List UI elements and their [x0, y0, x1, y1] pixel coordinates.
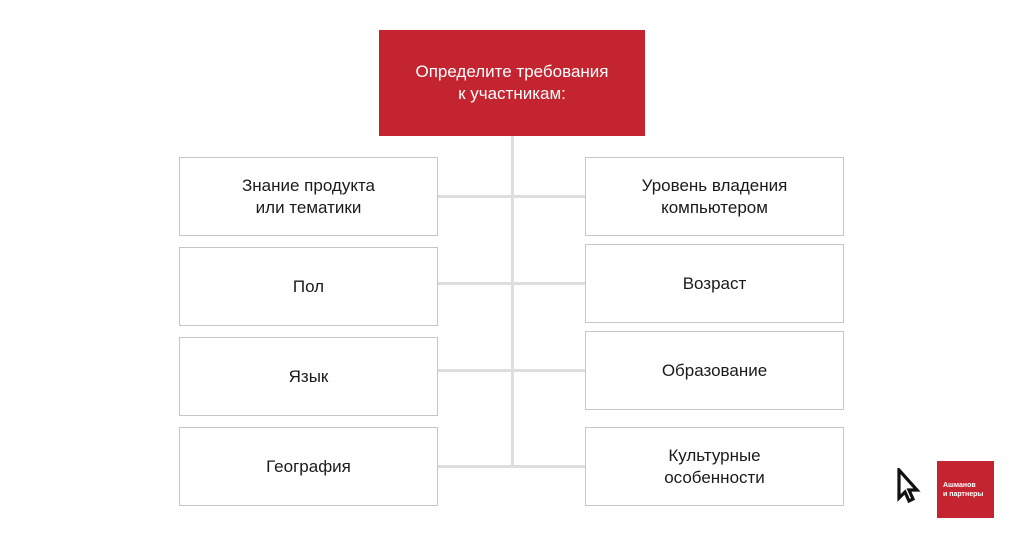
vertical-trunk-connector [511, 136, 514, 467]
node-label: География [266, 456, 351, 476]
node-label: компьютером [661, 197, 768, 217]
node-label: Пол [292, 276, 325, 296]
logo-text-line1: Ашманов [943, 481, 976, 489]
node-cultural-features: Культурные особенности [585, 427, 844, 506]
node-product-knowledge: Знание продукта или тематики [179, 157, 438, 236]
node-geography: География [179, 427, 438, 506]
brand-logo: Ашманов и партнеры [937, 461, 994, 518]
node-computer-skill: Уровень владения компьютером [585, 157, 844, 236]
node-label: Уровень владения [641, 175, 788, 195]
node-age: Возраст [585, 244, 844, 323]
node-label: Образование [661, 360, 768, 380]
node-education: Образование [585, 331, 844, 410]
node-label: Знание продукта [241, 175, 375, 195]
cursor-logo-icon [897, 468, 921, 504]
node-gender: Пол [179, 247, 438, 326]
root-title-line2: к участникам: [458, 84, 566, 103]
root-requirement-node: Определите требования к участникам: [379, 30, 645, 136]
row4-connector [438, 465, 586, 468]
row2-connector [438, 282, 586, 285]
logo-text-line2: и партнеры [943, 490, 984, 498]
node-label: Культурные [668, 445, 761, 465]
row3-connector [438, 369, 586, 372]
row1-connector [438, 195, 586, 198]
root-title-line1: Определите требования [415, 62, 609, 81]
node-language: Язык [179, 337, 438, 416]
node-label: Язык [288, 366, 329, 386]
node-label: особенности [664, 467, 765, 487]
node-label: Возраст [682, 273, 747, 293]
node-label: или тематики [255, 197, 362, 217]
